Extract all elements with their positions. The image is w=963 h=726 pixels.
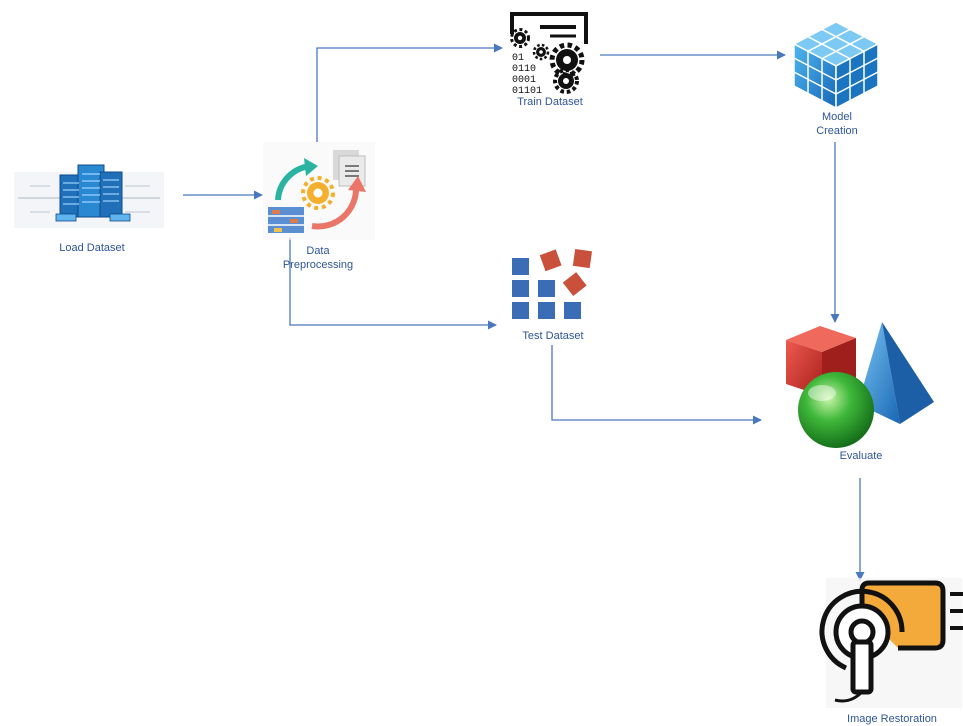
train-dataset-label: Train Dataset [517, 96, 583, 108]
evaluate-label: Evaluate [839, 450, 883, 462]
load-dataset-label: Load Dataset [59, 242, 125, 254]
database-server-icon [14, 164, 164, 228]
binary-line-2: 0110 [512, 64, 536, 75]
arrow-preprocessing-to-train [316, 43, 503, 142]
arrow-preprocessing-to-test [289, 238, 497, 330]
test-dataset-squares-icon [512, 248, 593, 319]
data-preprocessing-label: Data Preprocessing [282, 245, 354, 271]
evaluate-3d-shapes-icon [786, 322, 934, 448]
model-creation-label: Model Creation [816, 111, 858, 137]
image-restoration-icon [819, 578, 963, 708]
arrow-test-to-evaluate [551, 345, 762, 425]
test-dataset-label: Test Dataset [522, 330, 584, 342]
binary-line-1: 01 [512, 53, 524, 64]
image-restoration-label: Image Restoration [847, 713, 937, 725]
binary-line-4: 01101 [512, 86, 542, 97]
binary-line-3: 0001 [512, 75, 536, 86]
arrows [183, 43, 865, 581]
data-preprocessing-icon [263, 142, 375, 240]
train-dataset-binary-gear-icon: 01 0110 0001 01101 [510, 12, 588, 97]
model-cube-icon [792, 21, 880, 110]
